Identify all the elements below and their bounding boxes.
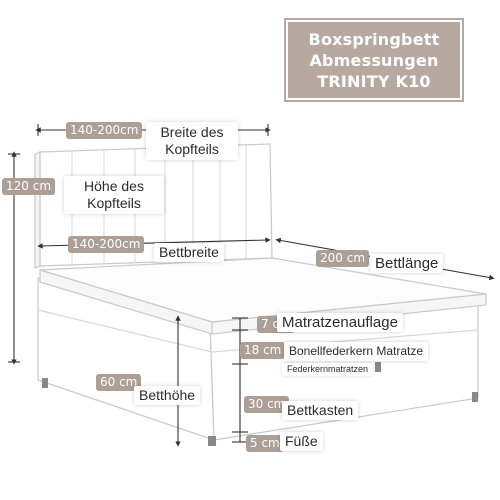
bed-height-value: 60 cm [96,374,142,391]
headboard-width-value: 140-200cm [66,122,143,139]
title-line-3: TRINITY K10 [317,71,431,91]
mattress-sublabel: Federkernmatratzen [282,363,374,376]
headboard-width-label: Breite des Kopfteils [146,122,238,160]
bed-width-label: Bettbreite [154,243,224,262]
bed-height-label: Betthöhe [134,386,201,405]
box-label: Bettkasten [282,401,359,420]
mattress-label: Bonellfederkern Matratze [284,342,429,361]
mattress-topper-label: Matratzenauflage [277,313,403,332]
bed-width-value: 140-200cm [68,236,145,253]
feet-label: Füße [280,432,323,451]
title-box: Boxspringbett Abmessungen TRINITY K10 [284,18,464,102]
title-line-1: Boxspringbett [308,29,440,49]
mattress-value: 18 cm [240,342,286,359]
bed-length-label: Bettlänge [370,254,444,273]
title-line-2: Abmessungen [309,50,439,70]
feet-value: 5 cm [246,435,284,452]
headboard-height-value: 120 cm [2,178,56,195]
box-value: 30 cm [244,396,290,413]
headboard-height-label: Höhe des Kopfteils [64,176,164,214]
bed-feet [42,362,478,446]
bed-length-value: 200 cm [316,250,370,267]
